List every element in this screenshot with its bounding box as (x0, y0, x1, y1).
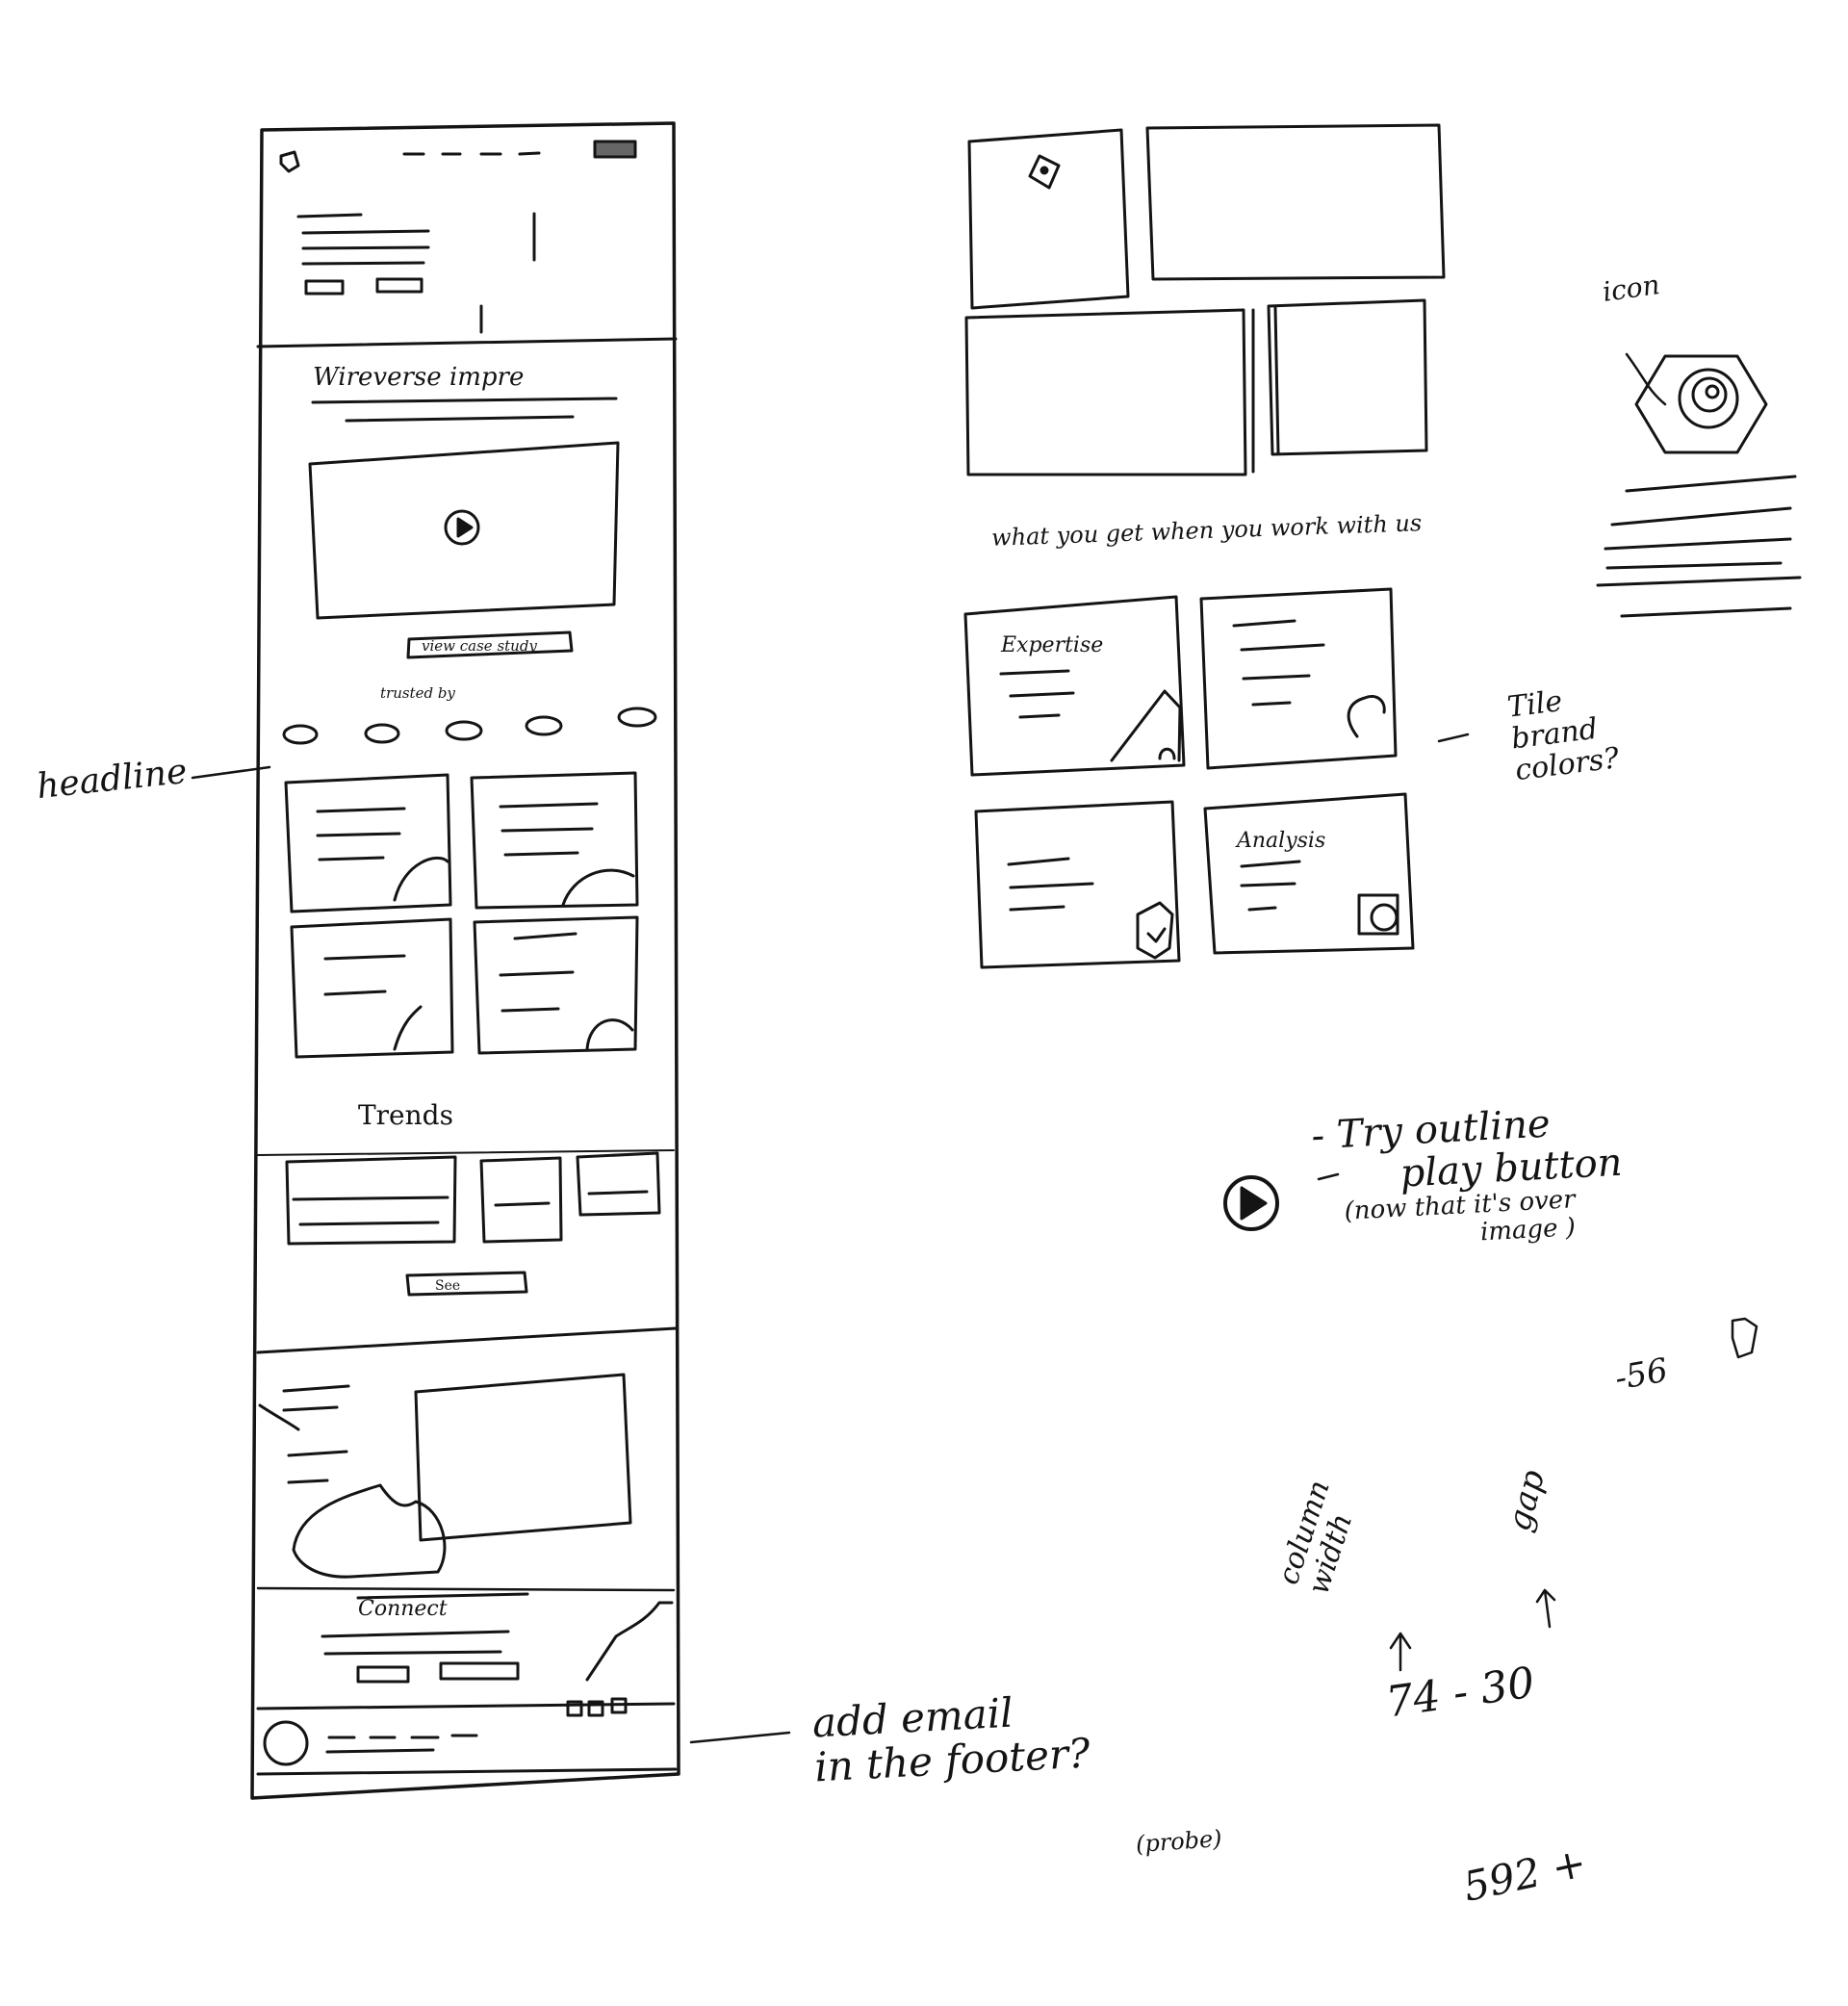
video-play-icon (444, 509, 480, 546)
video-placeholder (308, 441, 620, 620)
logo-oval (525, 715, 563, 736)
wireframe-cta: Connect (321, 1592, 674, 1684)
social-icon (610, 1697, 628, 1714)
social-icon (566, 1700, 583, 1717)
wireframe-feature-section (256, 1326, 678, 1592)
see-more-button (405, 1271, 528, 1297)
hexagon-icon (1596, 352, 1802, 618)
footer-avatar (263, 1720, 309, 1766)
wireframe-cta-heading: Connect (358, 1597, 448, 1621)
annotation-email-footer: add email in the footer? (810, 1688, 1091, 1791)
diamond-icon (1028, 154, 1061, 190)
view-case-study-button (406, 630, 574, 659)
annotation-tile-brand-colors: Tile brand colors? (1505, 684, 1622, 788)
wireframe-footer (256, 1697, 678, 1776)
wireframe-trends-heading: Trends (358, 1099, 453, 1131)
svg-text:view case study: view case study (422, 637, 537, 655)
cta-button-primary (356, 1665, 410, 1684)
wireframe-card-grid (284, 771, 639, 1059)
logo-oval (617, 707, 657, 728)
wireframe-video-section: Wireverse impre view case study (308, 363, 620, 659)
benefit-tiles: Expertise Analysis (963, 587, 1415, 969)
nav-button (593, 140, 637, 159)
logo-icon (279, 150, 300, 173)
page-wireframe: Wireverse impre view case study trusted … (250, 121, 680, 1800)
shield-icon (1136, 901, 1174, 960)
image-tile-layout (964, 123, 1446, 476)
logo-oval (282, 724, 319, 745)
annotation-outline-play-button: - Try outline play button (now that it's… (1310, 1101, 1624, 1247)
annotation-strokes (191, 733, 1758, 1744)
wireframe-hero (256, 212, 678, 348)
svg-text:See: See (435, 1278, 460, 1294)
feature-image-placeholder (414, 1373, 632, 1542)
annotation-paren-note: (probe) (1135, 1824, 1223, 1859)
tile-title-analysis: Analysis (1235, 829, 1325, 853)
social-icon (587, 1700, 604, 1717)
wireframe-section-heading: Wireverse impre (313, 363, 524, 392)
cta-button-secondary (439, 1661, 520, 1681)
svg-text:trusted by: trusted by (380, 684, 455, 702)
wireframe-trends: Trends See (257, 1099, 675, 1297)
wireframe-trusted-by: trusted by (282, 684, 657, 745)
logo-oval (445, 720, 483, 741)
hero-button-primary (304, 279, 345, 296)
hero-button-secondary (375, 277, 424, 294)
wireframe-navbar (279, 140, 637, 173)
logo-oval (364, 723, 400, 744)
outline-play-button-icon (1223, 1175, 1279, 1231)
tile-title-expertise: Expertise (1000, 633, 1103, 657)
